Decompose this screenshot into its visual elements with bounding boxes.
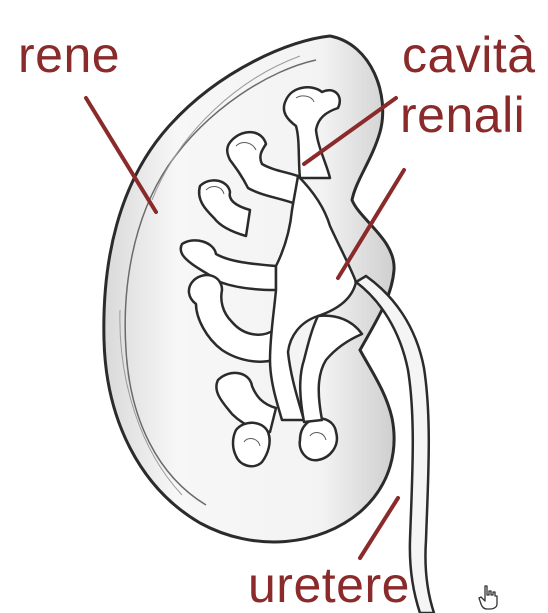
label-uretere: uretere — [248, 560, 410, 610]
label-rene: rene — [18, 30, 120, 80]
label-renali: renali — [400, 90, 525, 140]
hand-cursor-icon — [478, 584, 500, 610]
label-cavita: cavità — [402, 30, 536, 80]
